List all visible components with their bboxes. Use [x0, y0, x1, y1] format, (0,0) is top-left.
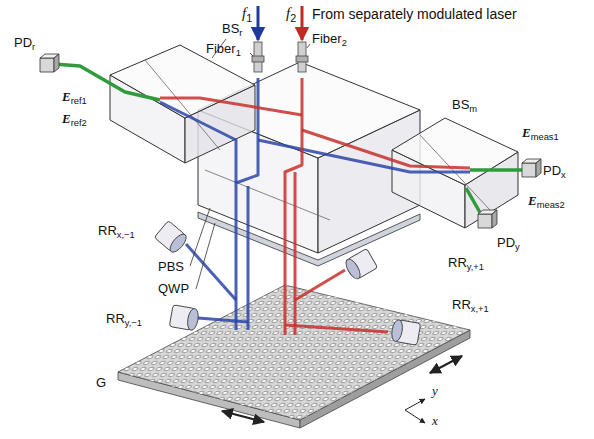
part-label: f2 [286, 4, 296, 24]
part-label: G [96, 376, 106, 391]
part-label: Fiber1 [206, 42, 241, 59]
part-label: f1 [242, 4, 252, 24]
part-label: Eref1 [62, 90, 87, 107]
part-label: RRy,+1 [448, 256, 484, 273]
part-label: BSm [452, 98, 477, 115]
part-label: PDy [497, 236, 520, 253]
part-label: y [432, 384, 438, 399]
photodetector [40, 54, 541, 228]
part-label: PBS [158, 260, 184, 275]
scan-arrow [430, 356, 462, 373]
fiber-connector [252, 42, 308, 72]
qwp-plate [198, 212, 420, 266]
retroreflector [154, 221, 420, 346]
part-label: Fiber2 [312, 32, 347, 49]
scan-arrow [222, 411, 264, 422]
part-label: x [432, 414, 438, 429]
part-label: Eref2 [62, 112, 87, 129]
part-label: PDr [14, 36, 35, 53]
input-arrow [257, 6, 260, 40]
part-label: Emeas1 [522, 126, 559, 143]
part-label: PDx [543, 164, 566, 181]
part-label: QWP [158, 282, 189, 297]
part-label: RRx,+1 [452, 298, 489, 315]
part-label: From separately modulated laser [312, 6, 517, 22]
part-label: RRy,−1 [106, 312, 142, 329]
part-label: BSr [222, 22, 242, 39]
leader-line [190, 39, 310, 289]
input-arrow [301, 6, 304, 40]
beams [54, 64, 522, 335]
axes [405, 399, 425, 423]
part-label: RRx,−1 [98, 224, 135, 241]
part-label: Emeas2 [528, 194, 565, 211]
